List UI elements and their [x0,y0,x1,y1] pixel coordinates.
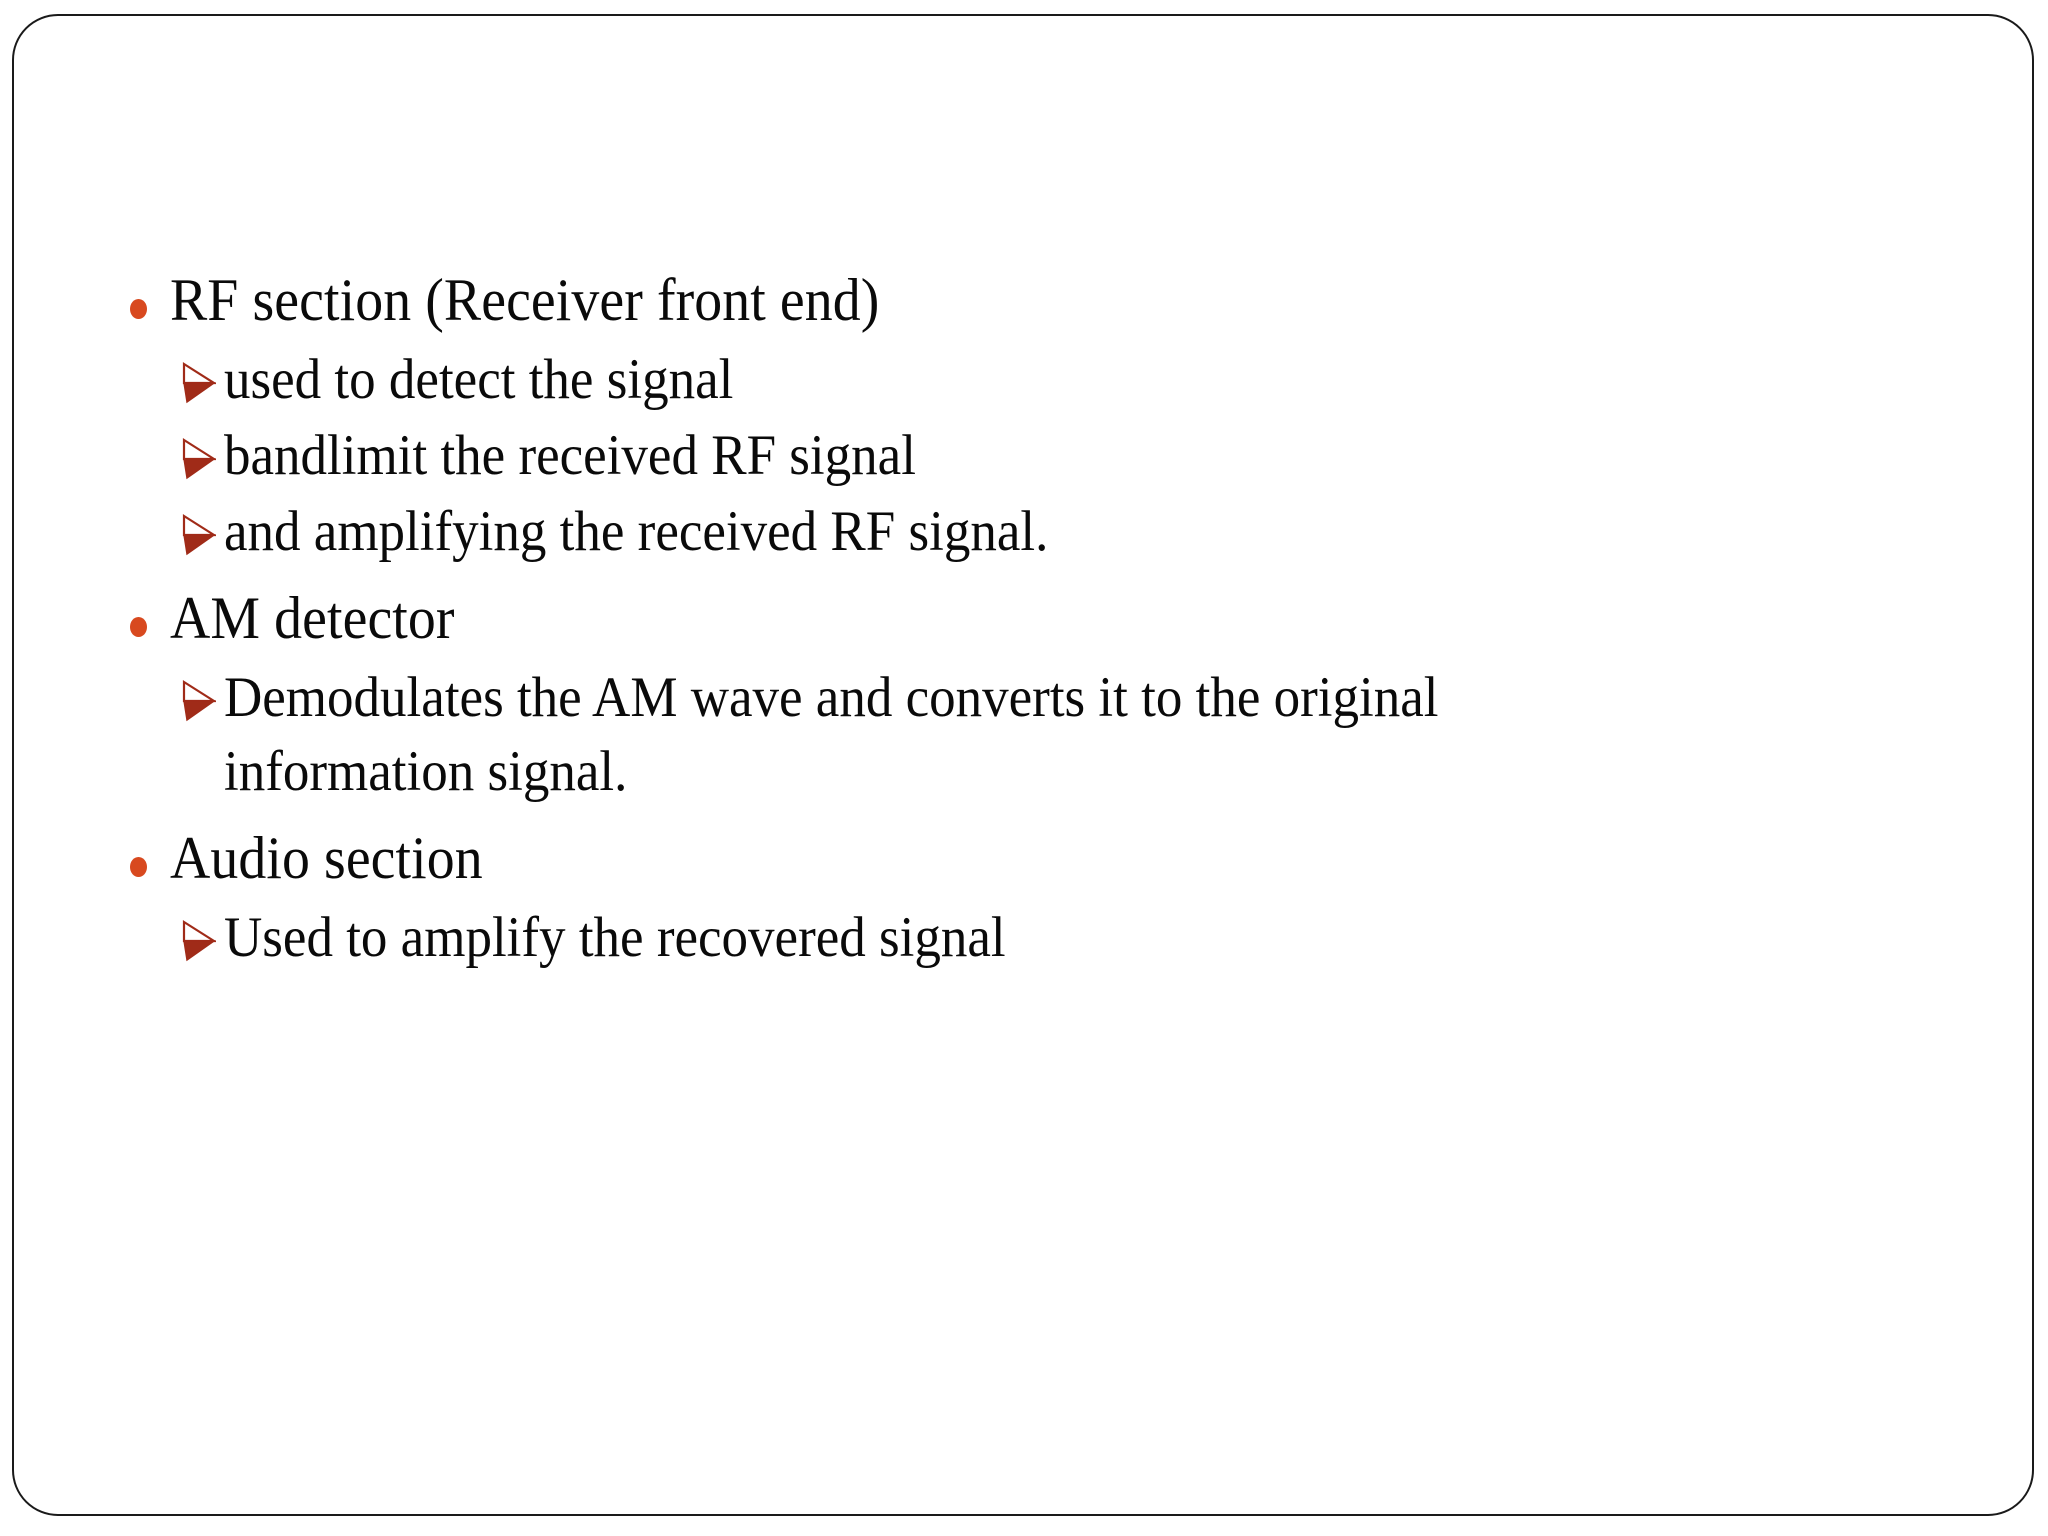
sub-bullet-item-used-to-amplify[interactable]: Used to amplify the recovered signal [114,901,1954,975]
sub-bullet-label: and amplifying the received RF signal. [224,499,1049,563]
sub-bullet-label: bandlimit the received RF signal [224,423,916,487]
arrow-bullet-icon [180,437,216,481]
arrow-bullet-icon [180,513,216,557]
bullet-dot-icon [130,857,147,878]
sub-bullet-item-used-to-detect[interactable]: used to detect the signal [114,343,1954,417]
slide-content-body: RF section (Receiver front end) used to … [114,261,1954,977]
sub-bullet-item-demodulates[interactable]: Demodulates the AM wave and converts it … [114,661,1954,809]
bullet-label-am-detector: AM detector [170,585,455,652]
sub-bullet-item-bandlimit[interactable]: bandlimit the received RF signal [114,419,1954,493]
slide-frame: RF section (Receiver front end) used to … [12,14,2034,1516]
arrow-bullet-icon [180,361,216,405]
arrow-bullet-icon [180,919,216,963]
bullet-dot-icon [130,617,147,638]
bullet-label-audio-section: Audio section [170,825,483,892]
bullet-dot-icon [130,299,147,319]
bullet-group-audio-section: Audio section Used to amplify the recove… [114,819,1954,975]
bullet-item-audio-section[interactable]: Audio section [114,819,1954,899]
sub-bullet-label: used to detect the signal [224,347,734,411]
arrow-bullet-icon [180,679,216,723]
sub-bullet-label: Used to amplify the recovered signal [224,905,1006,969]
bullet-item-am-detector[interactable]: AM detector [114,579,1954,659]
bullet-item-rf-section[interactable]: RF section (Receiver front end) [114,261,1954,341]
bullet-label-rf-section: RF section (Receiver front end) [170,267,880,333]
bullet-group-rf-section: RF section (Receiver front end) used to … [114,261,1954,569]
sub-bullet-item-amplifying[interactable]: and amplifying the received RF signal. [114,495,1954,569]
bullet-group-am-detector: AM detector Demodulates the AM wave and … [114,579,1954,809]
sub-bullet-label: Demodulates the AM wave and converts it … [224,665,1439,803]
